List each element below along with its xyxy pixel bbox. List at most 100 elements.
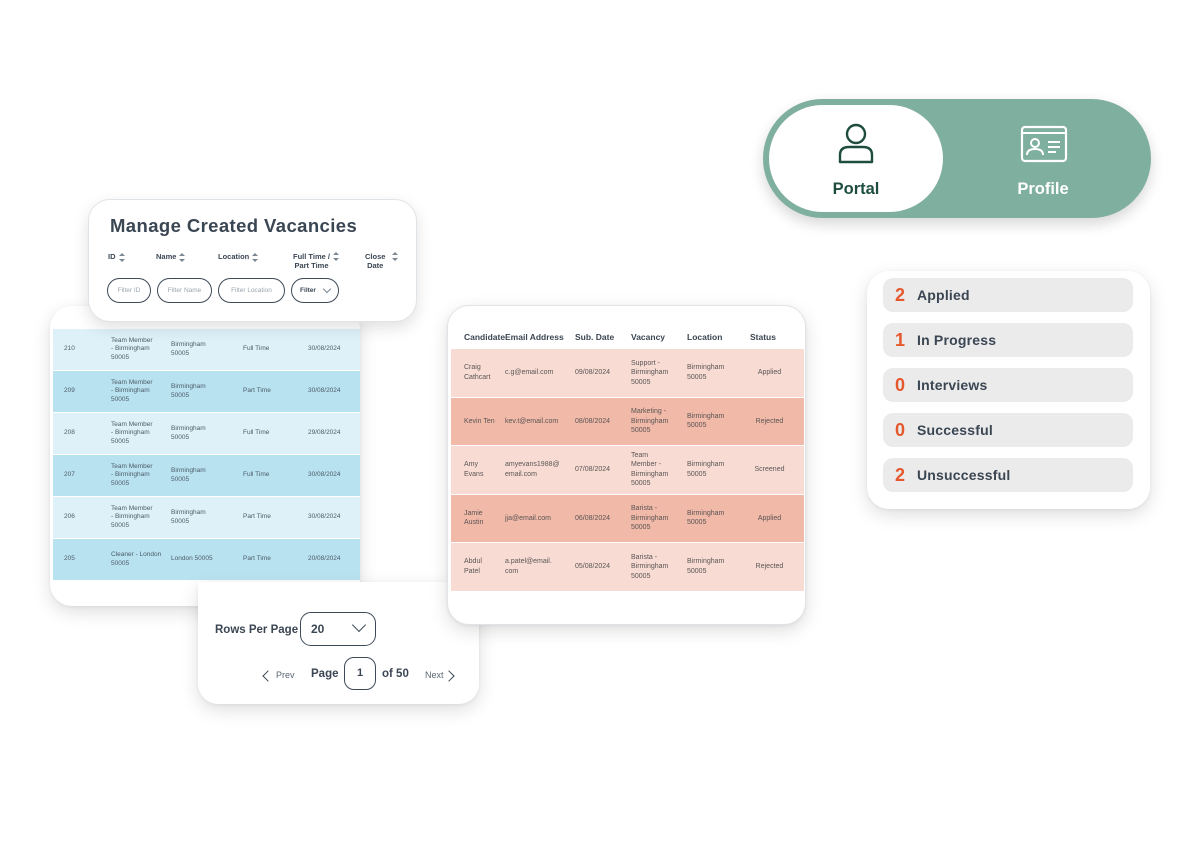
chevron-down-icon (322, 284, 332, 293)
cell-date: 06/08/2024 (575, 514, 611, 522)
cell-type: Part Time (243, 555, 271, 563)
chevron-right-icon[interactable] (443, 670, 455, 682)
application-stats-card: 2 Applied 1 In Progress 0 Interviews 0 S… (867, 271, 1150, 509)
page-number-input[interactable]: 1 (344, 657, 376, 690)
tab-portal[interactable]: Portal (769, 105, 943, 212)
rows-per-page-label: Rows Per Page (215, 624, 299, 636)
cell-date: 07/08/2024 (575, 466, 611, 473)
page-label: Page (311, 668, 339, 680)
column-header-candidate[interactable]: Candidate (464, 332, 506, 342)
next-page-button[interactable]: Next (425, 670, 444, 680)
cell-id: 205 (64, 555, 75, 563)
cell-id: 207 (64, 471, 75, 479)
cell-status: Rejected (755, 563, 784, 570)
stat-label: Successful (917, 422, 993, 438)
sort-icon (392, 252, 399, 261)
stat-count: 0 (894, 374, 905, 395)
cell-id: 209 (64, 387, 75, 395)
candidates-table-card: Candidate Email Address Sub. Date Vacanc… (447, 305, 806, 625)
cell-location: London 50005 (171, 555, 213, 563)
tab-profile-label: Profile (1017, 180, 1069, 198)
cell-location: Birmingham 50005 (687, 364, 725, 381)
column-header-name[interactable]: Name (156, 252, 186, 262)
rows-per-page-select[interactable]: 20 (300, 612, 376, 646)
stat-label: Interviews (917, 377, 988, 393)
stat-successful[interactable]: 0 Successful (883, 413, 1133, 447)
prev-page-button[interactable]: Prev (276, 670, 295, 680)
stat-unsuccessful[interactable]: 2 Unsuccessful (883, 458, 1133, 492)
cell-vacancy: Support - Birmingham 50005 (631, 359, 669, 386)
stat-count: 0 (894, 419, 905, 440)
filter-name-input[interactable]: Filter Name (157, 278, 212, 303)
cell-location: Birmingham 50005 (171, 509, 206, 525)
sort-icon (118, 252, 125, 262)
cell-date: 05/08/2024 (575, 563, 611, 570)
column-header-location[interactable]: Location (687, 332, 723, 342)
column-header-close-date[interactable]: Close Date (365, 252, 399, 270)
cell-date: 30/08/2024 (308, 345, 341, 353)
cell-status: Screened (754, 466, 785, 473)
cell-date: 30/08/2024 (308, 387, 341, 395)
filter-id-input[interactable]: Filter ID (107, 278, 151, 303)
column-header-email[interactable]: Email Address (505, 332, 564, 342)
cell-location: Birmingham 50005 (687, 509, 725, 527)
cell-date: 08/08/2024 (575, 417, 611, 425)
cell-id: 210 (64, 345, 75, 353)
table-row[interactable]: 207 Team Member - Birmingham 50005 Birming… (53, 455, 360, 497)
stat-count: 2 (894, 284, 905, 305)
page-total: of 50 (382, 668, 409, 680)
id-card-icon (1020, 125, 1068, 163)
tab-portal-label: Portal (832, 180, 880, 198)
cell-date: 30/08/2024 (308, 513, 341, 521)
cell-vacancy: Barista - Birmingham 50005 (631, 505, 669, 531)
column-header-sub-date[interactable]: Sub. Date (575, 332, 615, 342)
column-header-status[interactable]: Status (750, 332, 776, 342)
column-header-location[interactable]: Location (218, 252, 259, 262)
table-row[interactable]: 206 Team Member - Birmingham 50005 Birming… (53, 497, 360, 539)
column-header-vacancy[interactable]: Vacancy (631, 332, 666, 342)
column-header-id[interactable]: ID (108, 252, 125, 262)
cell-status: Rejected (755, 417, 784, 425)
stat-count: 2 (894, 464, 905, 485)
table-row[interactable]: Jamie Austin jja@email.com 06/08/2024 Baris… (451, 494, 804, 543)
cell-email: jja@email.com (505, 514, 552, 522)
cell-location: Birmingham 50005 (171, 467, 206, 483)
cell-date: 20/08/2024 (308, 555, 341, 563)
chevron-down-icon (351, 617, 367, 633)
cell-type: Full Time (243, 429, 270, 437)
tab-profile[interactable]: Profile (948, 105, 1138, 212)
stat-applied[interactable]: 2 Applied (883, 278, 1133, 312)
sort-icon (332, 252, 339, 261)
filter-location-input[interactable]: Filter Location (218, 278, 285, 303)
person-icon (838, 123, 874, 164)
cell-type: Full Time (243, 471, 270, 479)
stat-in-progress[interactable]: 1 In Progress (883, 323, 1133, 357)
filter-type-select[interactable]: Filter (291, 278, 339, 303)
stat-interviews[interactable]: 0 Interviews (883, 368, 1133, 402)
cell-name: Team Member - Birmingham 50005 (111, 462, 153, 487)
cell-name: Jamie Austin (464, 509, 484, 527)
cell-vacancy: Barista - Birmingham 50005 (631, 553, 669, 580)
cell-id: 206 (64, 513, 75, 521)
cell-name: Team Member - Birmingham 50005 (111, 504, 153, 529)
candidates-table-header: Candidate Email Address Sub. Date Vacanc… (451, 326, 804, 348)
cell-location: Birmingham 50005 (687, 412, 725, 430)
cell-location: Birmingham 50005 (171, 425, 206, 441)
cell-vacancy: Marketing - Birmingham 50005 (631, 408, 669, 434)
column-header-type[interactable]: Full Time / Part Time (293, 252, 339, 270)
chevron-left-icon[interactable] (262, 670, 274, 682)
sort-icon (252, 252, 259, 262)
cell-type: Full Time (243, 345, 270, 353)
sort-icon (179, 252, 186, 262)
